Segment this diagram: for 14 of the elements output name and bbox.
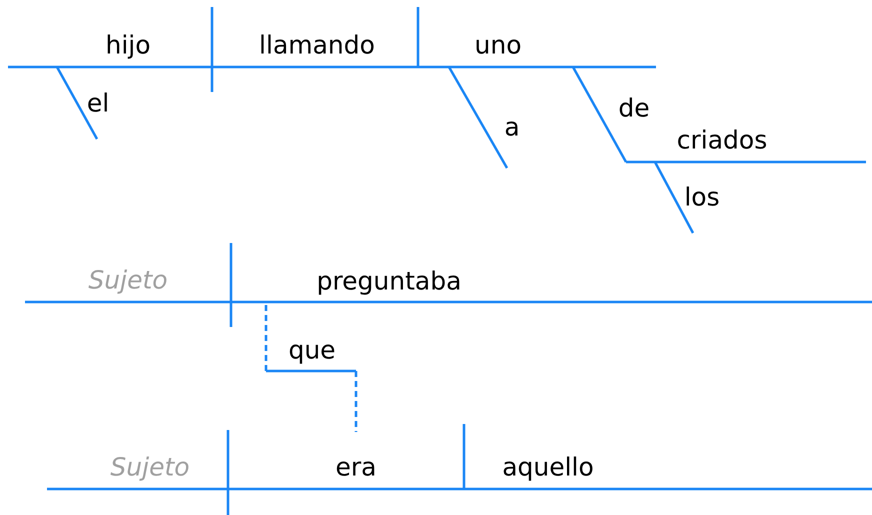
diagram-word: uno bbox=[474, 31, 522, 59]
diagram-word: preguntaba bbox=[316, 267, 462, 295]
placeholder-word: Sujeto bbox=[110, 453, 190, 481]
diagram-word: aquello bbox=[502, 453, 594, 481]
diagram-word: hijo bbox=[105, 31, 151, 59]
placeholder-word: Sujeto bbox=[88, 266, 168, 294]
diagram-word: de bbox=[618, 94, 650, 122]
diagram-word: a bbox=[504, 113, 520, 141]
diagram-word: criados bbox=[676, 126, 768, 154]
diagram-word: llamando bbox=[259, 31, 375, 59]
diagram-word: que bbox=[288, 336, 336, 364]
diagram-word: los bbox=[684, 183, 720, 211]
diagram-word: era bbox=[336, 453, 376, 481]
diagram-word: el bbox=[86, 89, 110, 117]
